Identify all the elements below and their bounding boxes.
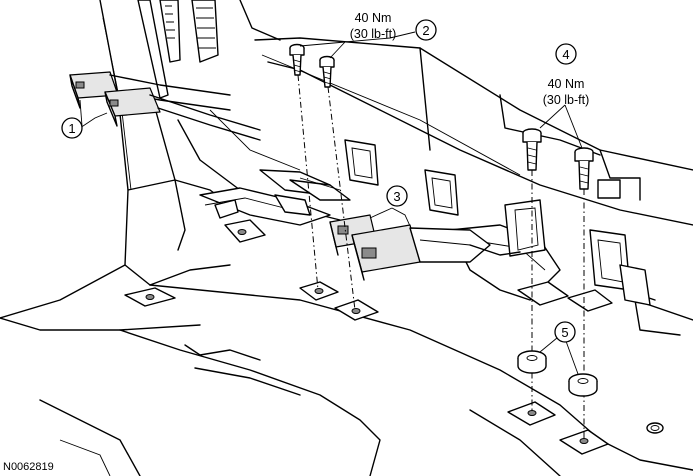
part-3-center-buckle (329, 214, 521, 281)
bolts-callout-4 (522, 128, 594, 441)
part-1-seat-belt-buckles (69, 71, 261, 141)
callout-2-number: 2 (422, 23, 429, 38)
figure-id: N0062819 (3, 461, 54, 473)
callout-2: 40 Nm (30 lb-ft) 2 (350, 11, 437, 41)
part-5-spacers (517, 350, 598, 397)
leader-lines (79, 31, 583, 375)
callout-4-torque-nm: 40 Nm (548, 77, 585, 91)
callout-5: 5 (554, 321, 576, 343)
callout-1-number: 1 (68, 121, 75, 136)
seat-bracket-assembly (199, 139, 651, 455)
callout-4-torque-lbft: (30 lb-ft) (543, 93, 590, 107)
callout-4-number: 4 (562, 47, 569, 62)
callout-4: 4 40 Nm (30 lb-ft) (543, 43, 590, 107)
callout-2-torque-nm: 40 Nm (355, 11, 392, 25)
callout-2-torque-lbft: (30 lb-ft) (350, 27, 397, 41)
callout-3: 3 (386, 185, 408, 207)
callout-1: 1 (61, 117, 83, 139)
callout-3-number: 3 (393, 189, 400, 204)
callout-5-number: 5 (561, 325, 568, 340)
bolts-callout-2 (289, 43, 356, 311)
